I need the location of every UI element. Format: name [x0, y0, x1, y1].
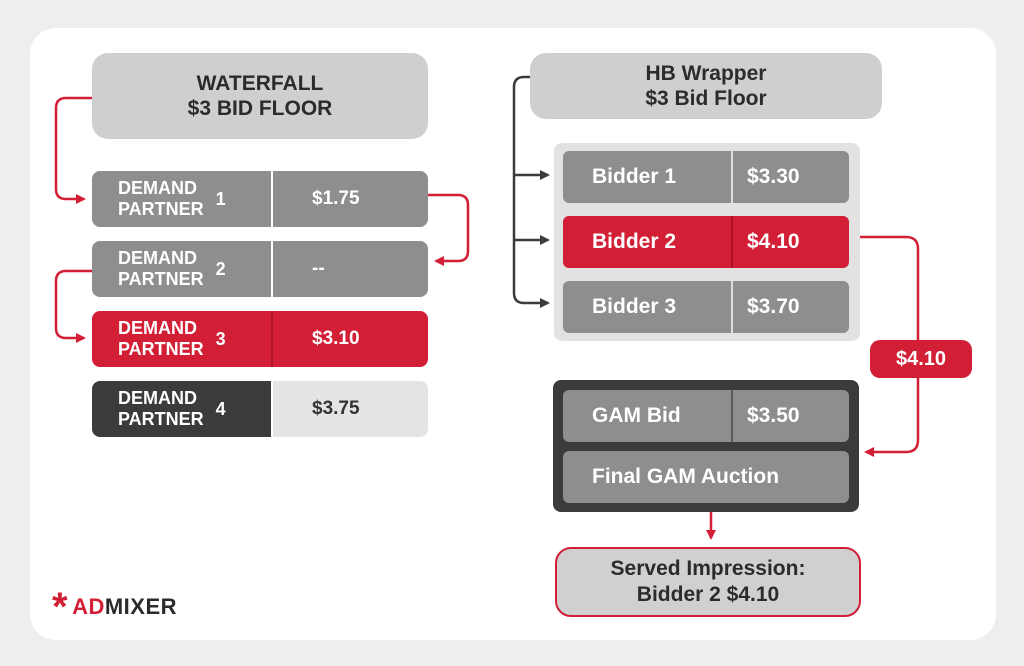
arrow-title-to-partner1 — [54, 96, 92, 204]
bidder-value: $4.10 — [733, 216, 849, 268]
partner-label-line2: PARTNER — [118, 409, 204, 429]
partner-number: 2 — [215, 258, 226, 279]
gam-bid-row: GAM Bid $3.50 — [563, 390, 849, 442]
logo-text-ad: AD — [72, 594, 105, 619]
arrow-partner1-to-partner2 — [428, 193, 470, 266]
partner-number: 4 — [215, 398, 226, 419]
partner-label-line2: PARTNER — [118, 339, 204, 359]
asterisk-icon: * — [52, 585, 69, 629]
hb-title-line1: HB Wrapper — [645, 62, 767, 85]
arrow-partner2-to-partner3 — [54, 269, 92, 343]
partner-label-line1: DEMAND — [118, 388, 197, 408]
partner-number: 1 — [215, 188, 226, 209]
partner-label-line1: DEMAND — [118, 248, 197, 268]
partner-number: 3 — [215, 328, 226, 349]
hb-wrapper-title: HB Wrapper $3 Bid Floor — [530, 53, 882, 119]
bidder-label: Bidder 1 — [563, 151, 733, 203]
waterfall-title-line2: $3 BID FLOOR — [187, 97, 333, 120]
waterfall-title-line1: WATERFALL — [196, 72, 324, 95]
served-impression: Served Impression: Bidder 2 $4.10 — [555, 547, 861, 617]
bidder-label: Bidder 3 — [563, 281, 733, 333]
partner-label-line1: DEMAND — [118, 318, 197, 338]
partner-label-line2: PARTNER — [118, 199, 204, 219]
bidder-value: $3.30 — [733, 151, 849, 203]
partner-bid-value: $1.75 — [273, 171, 428, 227]
bidder-row-1: Bidder 1 $3.30 — [563, 151, 849, 203]
partner-label-line1: DEMAND — [118, 178, 197, 198]
bidder-row-3: Bidder 3 $3.70 — [563, 281, 849, 333]
winning-bid-tag: $4.10 — [870, 340, 972, 378]
partner-bid-value: $3.10 — [273, 311, 428, 367]
hb-title-line2: $3 Bid Floor — [645, 87, 767, 110]
bidder-value: $3.70 — [733, 281, 849, 333]
gam-bid-value: $3.50 — [747, 404, 800, 427]
served-line2: Bidder 2 $4.10 — [636, 583, 780, 606]
waterfall-title: WATERFALL $3 BID FLOOR — [92, 53, 428, 139]
bidder-label: Bidder 2 — [563, 216, 733, 268]
served-line1: Served Impression: — [610, 557, 806, 580]
final-gam-auction: Final GAM Auction — [563, 451, 849, 503]
partner-bid-value: -- — [273, 241, 428, 297]
gam-bid-label: GAM Bid — [563, 390, 733, 442]
bidder-row-2: Bidder 2 $4.10 — [563, 216, 849, 268]
arrow-hb-to-bidders — [512, 75, 550, 308]
logo-text-mixer: MIXER — [104, 594, 178, 619]
partner-bid-value: $3.75 — [273, 381, 428, 437]
partner-label-line2: PARTNER — [118, 269, 204, 289]
